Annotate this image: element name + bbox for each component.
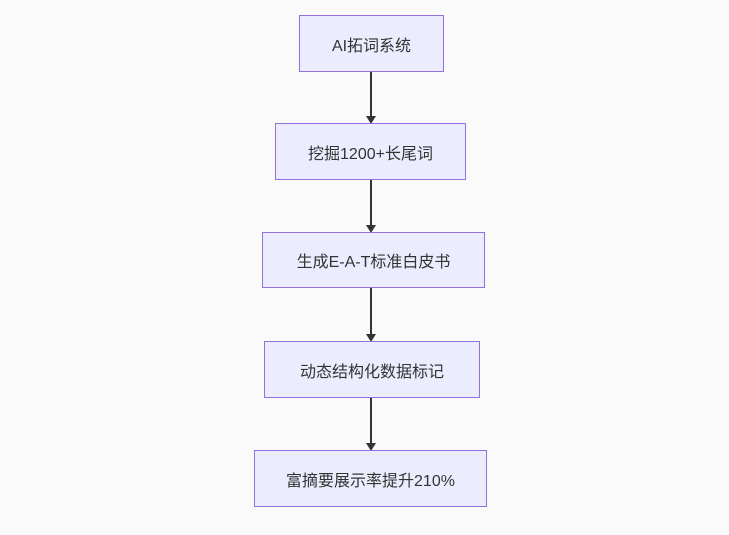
flow-node-ai-expansion-system: AI拓词系统 [299,15,444,72]
arrow-n2-n3 [366,180,376,233]
flow-node-longtail-mining: 挖掘1200+长尾词 [275,123,466,180]
flow-node-label: 挖掘1200+长尾词 [308,145,433,163]
arrow-n3-n4 [366,288,376,342]
arrow-n1-n2 [366,72,376,124]
flow-node-label: AI拓词系统 [331,37,412,55]
flow-node-rich-snippet-uplift: 富摘要展示率提升210% [254,450,487,507]
flow-node-label: 富摘要展示率提升210% [286,472,455,490]
flow-node-label: 生成E-A-T标准白皮书 [296,254,451,271]
flow-node-structured-data-markup: 动态结构化数据标记 [264,341,480,398]
flow-node-eat-whitepaper: 生成E-A-T标准白皮书 [262,232,485,288]
arrow-n4-n5 [366,398,376,451]
flow-node-label: 动态结构化数据标记 [299,363,444,381]
